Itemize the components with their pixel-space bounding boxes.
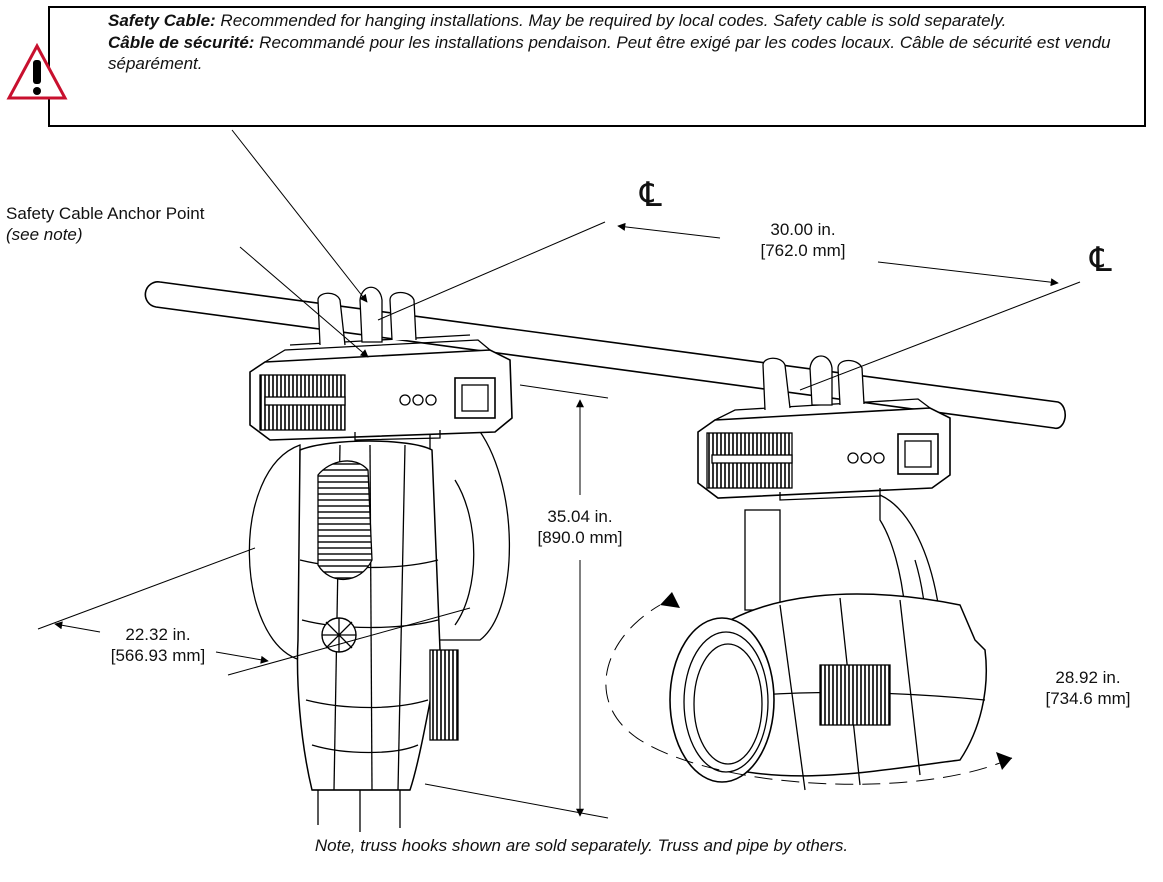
spacing-dimension-right [877,261,1059,287]
swing-metric: [734.6 mm] [1045,689,1131,708]
warning-triangle-icon [6,43,68,100]
depth-dimension-left [54,621,101,633]
depth-metric: [566.93 mm] [110,646,206,665]
anchor-leader-line [239,246,369,358]
depth-imperial: 22.32 in. [125,625,191,644]
depth-dimension-label: 22.32 in. [566.93 mm] [88,624,228,666]
spacing-metric: [762.0 mm] [760,241,846,260]
spacing-dimension-left [617,222,721,239]
safety-warning-text: Safety Cable: Recommended for hanging in… [108,10,1138,75]
centerline-symbol-left: ℄ [640,176,662,214]
swing-arrow-top [660,592,680,608]
centerline-symbol-right: ℄ [1090,241,1112,279]
height-dimension-label: 35.04 in. [890.0 mm] [512,506,648,548]
safety-cable-text-en: Recommended for hanging installations. M… [215,11,1007,30]
safety-cable-text-fr: Recommandé pour les installations pendai… [108,32,1111,74]
anchor-label: Safety Cable Anchor Point (see note) [6,203,204,245]
height-imperial: 35.04 in. [547,507,613,526]
safety-cable-label-en: Safety Cable: [108,11,216,30]
spacing-dimension-label: 30.00 in. [762.0 mm] [728,219,878,261]
footer-note: Note, truss hooks shown are sold separat… [314,836,849,855]
warning-leader-line [231,129,368,303]
fixture-front-view [248,286,513,832]
swing-path [605,604,1013,785]
safety-cable-label-fr: Câble de sécurité: [108,32,255,52]
fixture-angled-view [669,355,988,791]
depth-dimension-right [215,651,269,664]
swing-imperial: 28.92 in. [1055,668,1121,687]
swing-arrow-bottom [996,752,1012,770]
spacing-imperial: 30.00 in. [770,220,836,239]
anchor-label-text: Safety Cable Anchor Point [6,204,205,223]
anchor-see-note: (see note) [6,225,83,244]
safety-warning-box: Safety Cable: Recommended for hanging in… [48,6,1146,127]
height-metric: [890.0 mm] [537,528,623,547]
swing-dimension-label: 28.92 in. [734.6 mm] [1020,667,1156,709]
